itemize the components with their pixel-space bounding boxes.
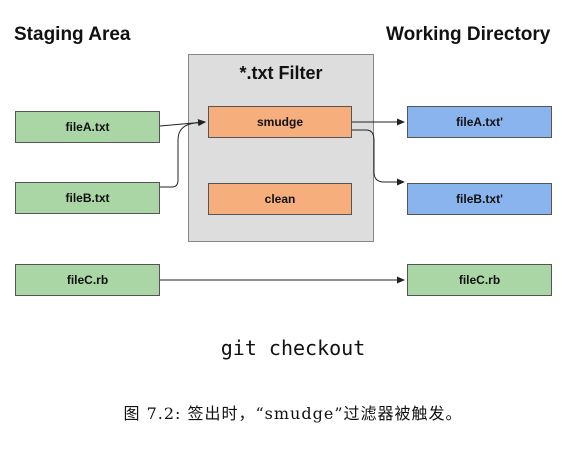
working-file-b: fileB.txt' [407, 183, 552, 215]
working-file-c: fileC.rb [407, 264, 552, 296]
smudge-step: smudge [208, 106, 352, 138]
clean-step: clean [208, 183, 352, 215]
working-directory-header: Working Directory [386, 24, 551, 45]
working-file-a: fileA.txt' [407, 106, 552, 138]
figure-caption: 图 7.2: 签出时，“smudge”过滤器被触发。 [123, 404, 463, 423]
command-caption: git checkout [220, 336, 366, 360]
staging-file-a: fileA.txt [15, 111, 160, 143]
staging-file-c: fileC.rb [15, 264, 160, 296]
txt-filter-title: *.txt Filter [239, 63, 323, 83]
staging-area-header: Staging Area [14, 24, 131, 45]
staging-file-b: fileB.txt [15, 182, 160, 214]
